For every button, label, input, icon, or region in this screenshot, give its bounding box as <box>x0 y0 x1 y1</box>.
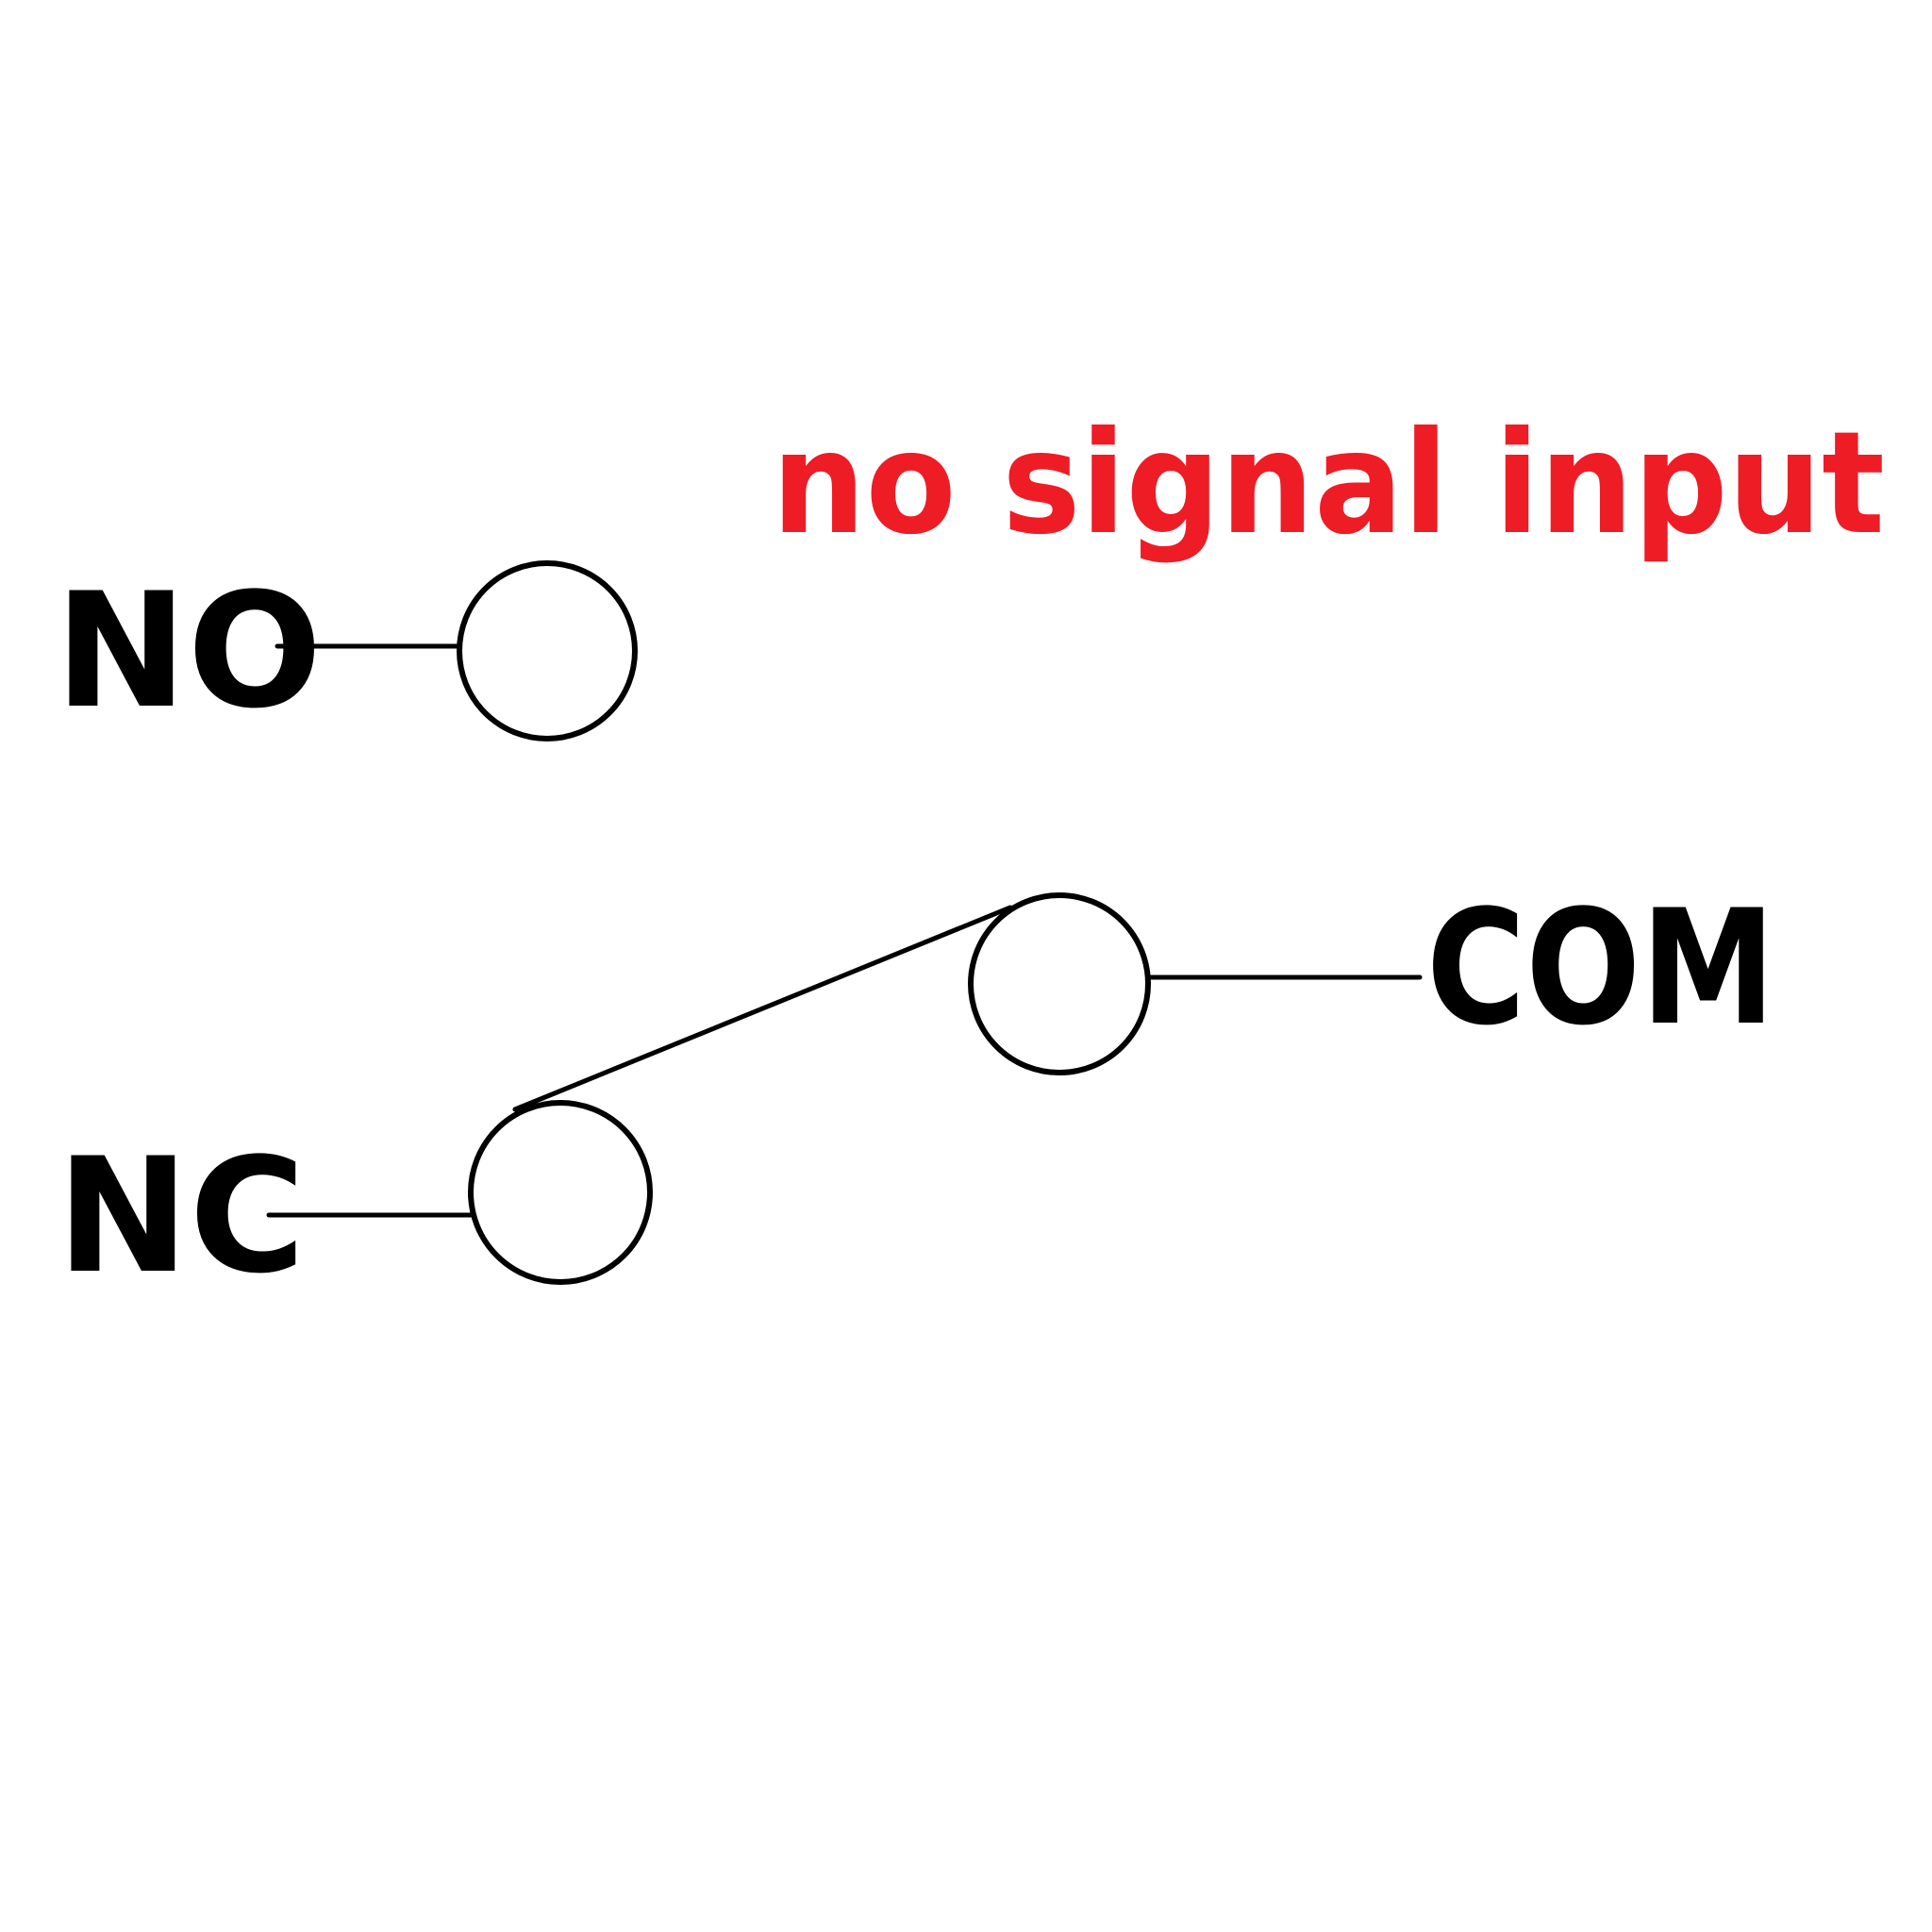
terminal-nc <box>468 1100 653 1285</box>
label-no: NO <box>55 558 322 743</box>
state-caption: no signal input <box>772 402 1885 566</box>
label-com: COM <box>1426 875 1775 1060</box>
terminal-com <box>968 892 1151 1075</box>
terminal-no <box>457 560 638 741</box>
label-nc: NC <box>57 1124 306 1308</box>
switch-lever <box>512 905 1013 1112</box>
